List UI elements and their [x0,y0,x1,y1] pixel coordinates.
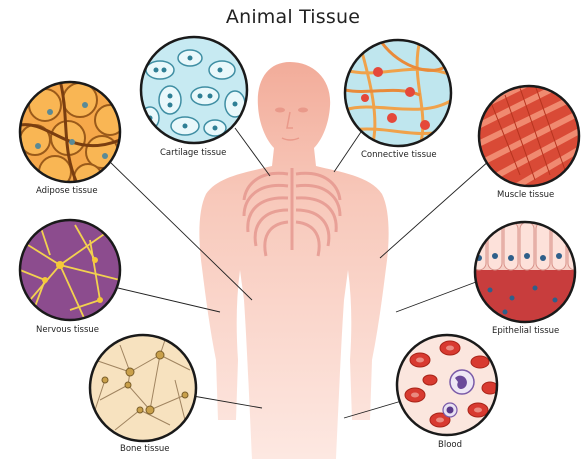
label-blood: Blood [438,440,462,450]
cartilage-cells-icon [141,37,247,143]
label-cartilage-tissue: Cartilage tissue [160,148,226,158]
label-adipose-tissue: Adipose tissue [36,186,98,196]
muscle-fibers-icon [470,68,585,196]
label-nervous-tissue: Nervous tissue [36,325,99,335]
label-bone-tissue: Bone tissue [120,444,170,454]
neuron-network-icon [20,220,120,320]
adipose-cells-icon [20,80,125,192]
label-muscle-tissue: Muscle tissue [497,190,554,200]
label-epithelial-tissue: Epithelial tissue [492,326,559,336]
epithelial-cells-icon [470,215,585,322]
blood-cells-icon [397,335,498,435]
connective-fibers-icon [345,40,452,146]
bone-matrix-icon [90,335,196,441]
label-connective-tissue: Connective tissue [361,150,437,160]
